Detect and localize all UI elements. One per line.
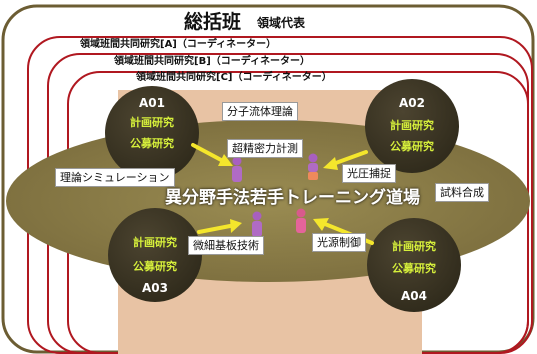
group-a02-plan: 計画研究 xyxy=(390,119,434,132)
arrow-a04-head xyxy=(313,218,329,231)
group-a02-id: A02 xyxy=(399,96,425,110)
group-a03-public: 公募研究 xyxy=(133,260,177,273)
arrow-a02 xyxy=(331,150,368,166)
circle-a03 xyxy=(108,208,202,302)
group-a04-id: A04 xyxy=(401,289,427,303)
frame-label-b: 領域班間共同研究[B]（コーディネーター） xyxy=(114,56,311,67)
circle-a01 xyxy=(105,86,199,180)
topic-ultra-precision: 超精密力計測 xyxy=(227,139,303,158)
arrow-a01 xyxy=(191,143,225,163)
arrow-a01-head xyxy=(218,154,233,166)
group-a03-id: A03 xyxy=(142,281,168,295)
person-icon-top-left xyxy=(232,156,242,182)
circle-a02 xyxy=(365,79,459,173)
group-a04-public: 公募研究 xyxy=(392,262,436,275)
topic-optical-pressure: 光圧捕捉 xyxy=(342,164,396,183)
person-icon-top-right xyxy=(308,153,318,180)
arrow-a02-head xyxy=(323,157,338,170)
circle-a04 xyxy=(367,218,461,312)
center-title: 異分野手法若手トレーニング道場 xyxy=(165,188,420,208)
topic-microfab: 微細基板技術 xyxy=(188,236,264,255)
arrow-a03-head xyxy=(230,219,242,233)
topic-molecular-fluid: 分子流体理論 xyxy=(222,102,298,121)
header-title: 総括班 xyxy=(184,11,242,33)
topic-light-source: 光源制御 xyxy=(312,233,366,252)
group-a02-public: 公募研究 xyxy=(390,140,434,153)
group-a01-id: A01 xyxy=(139,96,165,110)
person-icon-bottom-left xyxy=(252,211,262,237)
topic-theory-sim: 理論シミュレーション xyxy=(55,168,175,187)
arrow-a03 xyxy=(197,224,232,234)
group-a03-plan: 計画研究 xyxy=(133,236,177,249)
frame-label-a: 領域班間共同研究[A]（コーディネーター） xyxy=(80,39,277,50)
topic-sample-synthesis: 試料合成 xyxy=(435,183,489,202)
frame-label-c: 領域班間共同研究[C]（コーディネーター） xyxy=(136,72,332,83)
group-a01-plan: 計画研究 xyxy=(130,116,174,129)
group-a04-plan: 計画研究 xyxy=(392,240,436,253)
group-a01-public: 公募研究 xyxy=(130,137,174,150)
person-icon-bottom-right xyxy=(296,208,306,233)
header-subtitle: 領域代表 xyxy=(257,16,306,30)
